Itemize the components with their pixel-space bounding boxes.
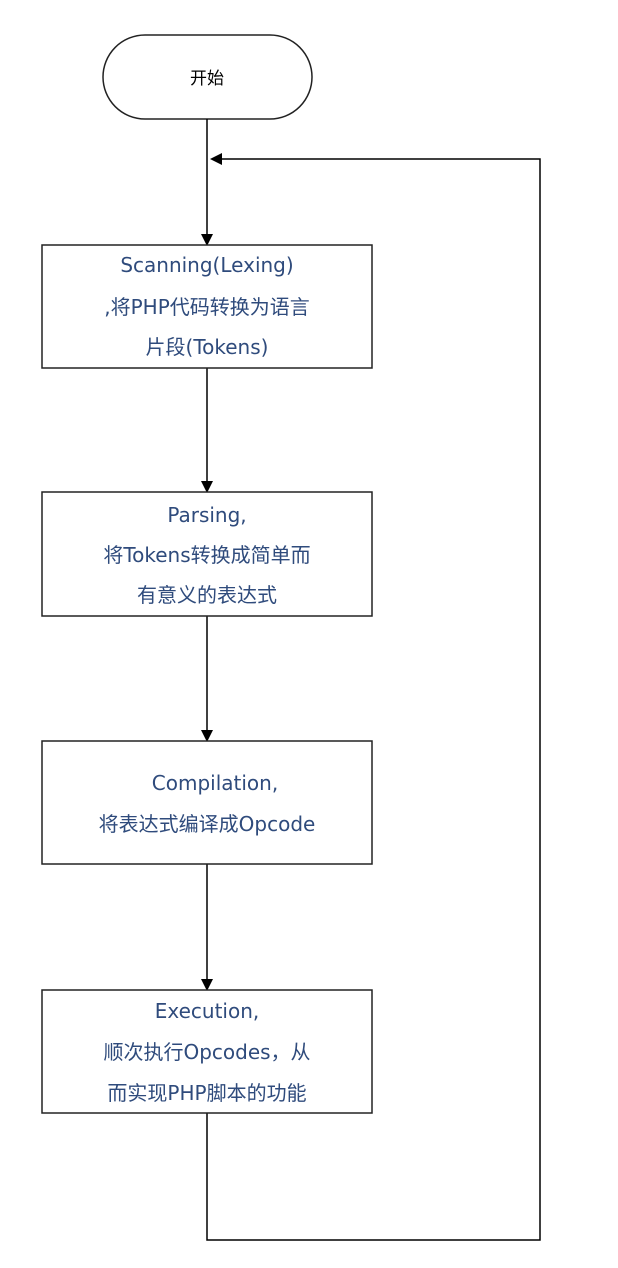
step-parsing-line-2: 将Tokens转换成简单而 (103, 543, 310, 567)
step-box (41, 491, 373, 617)
step-scanning-line-1: Scanning(Lexing) (120, 253, 293, 277)
step-compilation-line-2: 将表达式编译成Opcode (99, 812, 316, 836)
step-scanning-line-2: ,将PHP代码转换为语言 (104, 295, 310, 319)
step-parsing: Parsing, 将Tokens转换成简单而 有意义的表达式 (41, 491, 373, 617)
connectors (201, 119, 541, 1241)
step-compilation: Compilation, 将表达式编译成Opcode (41, 740, 373, 865)
step-execution-line-3: 而实现PHP脚本的功能 (107, 1081, 306, 1105)
step-box (41, 244, 373, 369)
step-box (41, 989, 373, 1114)
step-parsing-line-1: Parsing, (167, 503, 246, 527)
step-compilation-line-1: Compilation, (152, 771, 278, 795)
step-box (41, 740, 373, 865)
step-execution: Execution, 顺次执行Opcodes，从 而实现PHP脚本的功能 (41, 989, 373, 1114)
loop-back-arrow (206, 153, 541, 1241)
step-execution-line-2: 顺次执行Opcodes，从 (103, 1040, 310, 1064)
step-scanning-line-3: 片段(Tokens) (146, 335, 269, 359)
step-parsing-line-3: 有意义的表达式 (137, 583, 277, 607)
step-scanning: Scanning(Lexing) ,将PHP代码转换为语言 片段(Tokens) (41, 244, 373, 369)
step-execution-line-1: Execution, (155, 999, 260, 1023)
start-node: 开始 (102, 34, 313, 120)
start-label: 开始 (190, 69, 224, 89)
